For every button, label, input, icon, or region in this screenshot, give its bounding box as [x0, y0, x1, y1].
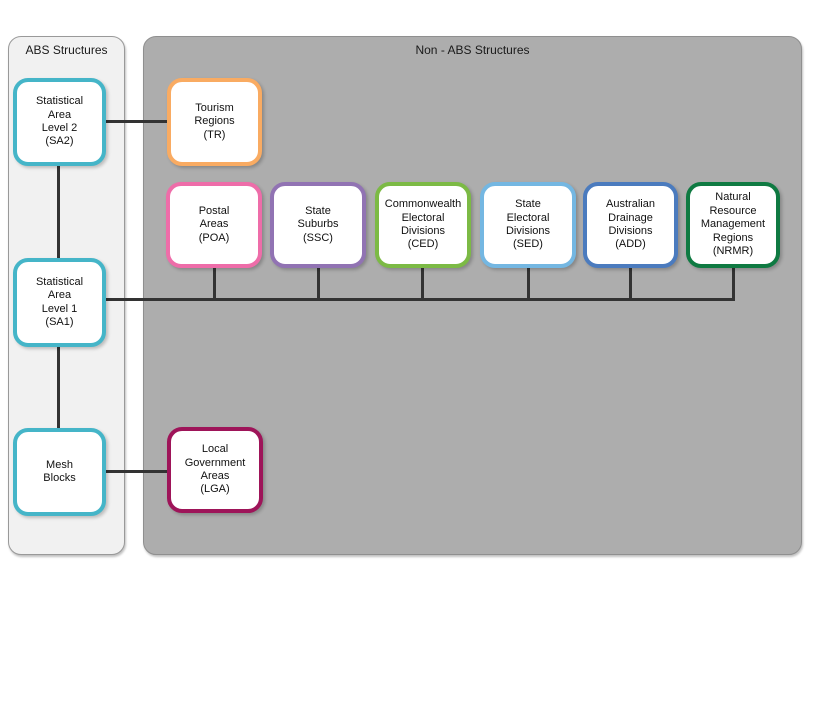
connector-sa2-tourism-regions: [100, 120, 170, 123]
connector-australian-drainage-divisions-drop: [629, 266, 632, 301]
node-natural-resource-management-regions-label: Natural Resource Management Regions (NRM…: [700, 191, 766, 258]
node-mesh-blocks-label: Mesh Blocks: [43, 458, 76, 484]
non-abs-structures-panel-title: Non - ABS Structures: [415, 43, 530, 57]
node-australian-drainage-divisions-label: Australian Drainage Divisions (ADD): [606, 198, 655, 251]
node-state-electoral-divisions-label: State Electoral Divisions (SED): [505, 198, 550, 251]
node-natural-resource-management-regions: Natural Resource Management Regions (NRM…: [686, 182, 780, 268]
node-commonwealth-electoral-divisions: Commonwealth Electoral Divisions (CED): [375, 182, 471, 268]
connector-postal-areas-drop: [213, 266, 216, 301]
node-state-suburbs-label: State Suburbs (SSC): [297, 204, 339, 244]
node-tourism-regions: Tourism Regions (TR): [167, 78, 262, 166]
connector-commonwealth-electoral-divisions-drop: [421, 266, 424, 301]
node-sa2: Statistical Area Level 2 (SA2): [13, 78, 106, 166]
connector-sa2-sa1: [57, 160, 60, 262]
node-postal-areas: Postal Areas (POA): [166, 182, 262, 268]
node-tourism-regions-label: Tourism Regions (TR): [194, 101, 235, 141]
node-australian-drainage-divisions: Australian Drainage Divisions (ADD): [583, 182, 678, 268]
node-sa2-label: Statistical Area Level 2 (SA2): [35, 95, 84, 148]
node-local-government-areas-label: Local Government Areas (LGA): [184, 443, 246, 496]
connector-state-electoral-divisions-drop: [527, 266, 530, 301]
connector-sa1-non-abs-row: [100, 298, 735, 301]
node-local-government-areas: Local Government Areas (LGA): [167, 427, 263, 513]
connector-sa1-mesh-blocks: [57, 343, 60, 433]
connector-mesh-blocks-lga: [100, 470, 170, 473]
abs-structures-panel-title: ABS Structures: [25, 43, 108, 57]
node-state-suburbs: State Suburbs (SSC): [270, 182, 366, 268]
connector-natural-resource-management-regions-drop: [732, 266, 735, 301]
node-commonwealth-electoral-divisions-label: Commonwealth Electoral Divisions (CED): [384, 198, 462, 251]
node-sa1-label: Statistical Area Level 1 (SA1): [35, 275, 84, 328]
node-postal-areas-label: Postal Areas (POA): [198, 204, 230, 244]
node-state-electoral-divisions: State Electoral Divisions (SED): [480, 182, 576, 268]
node-sa1: Statistical Area Level 1 (SA1): [13, 258, 106, 347]
connector-state-suburbs-drop: [317, 266, 320, 301]
node-mesh-blocks: Mesh Blocks: [13, 428, 106, 516]
